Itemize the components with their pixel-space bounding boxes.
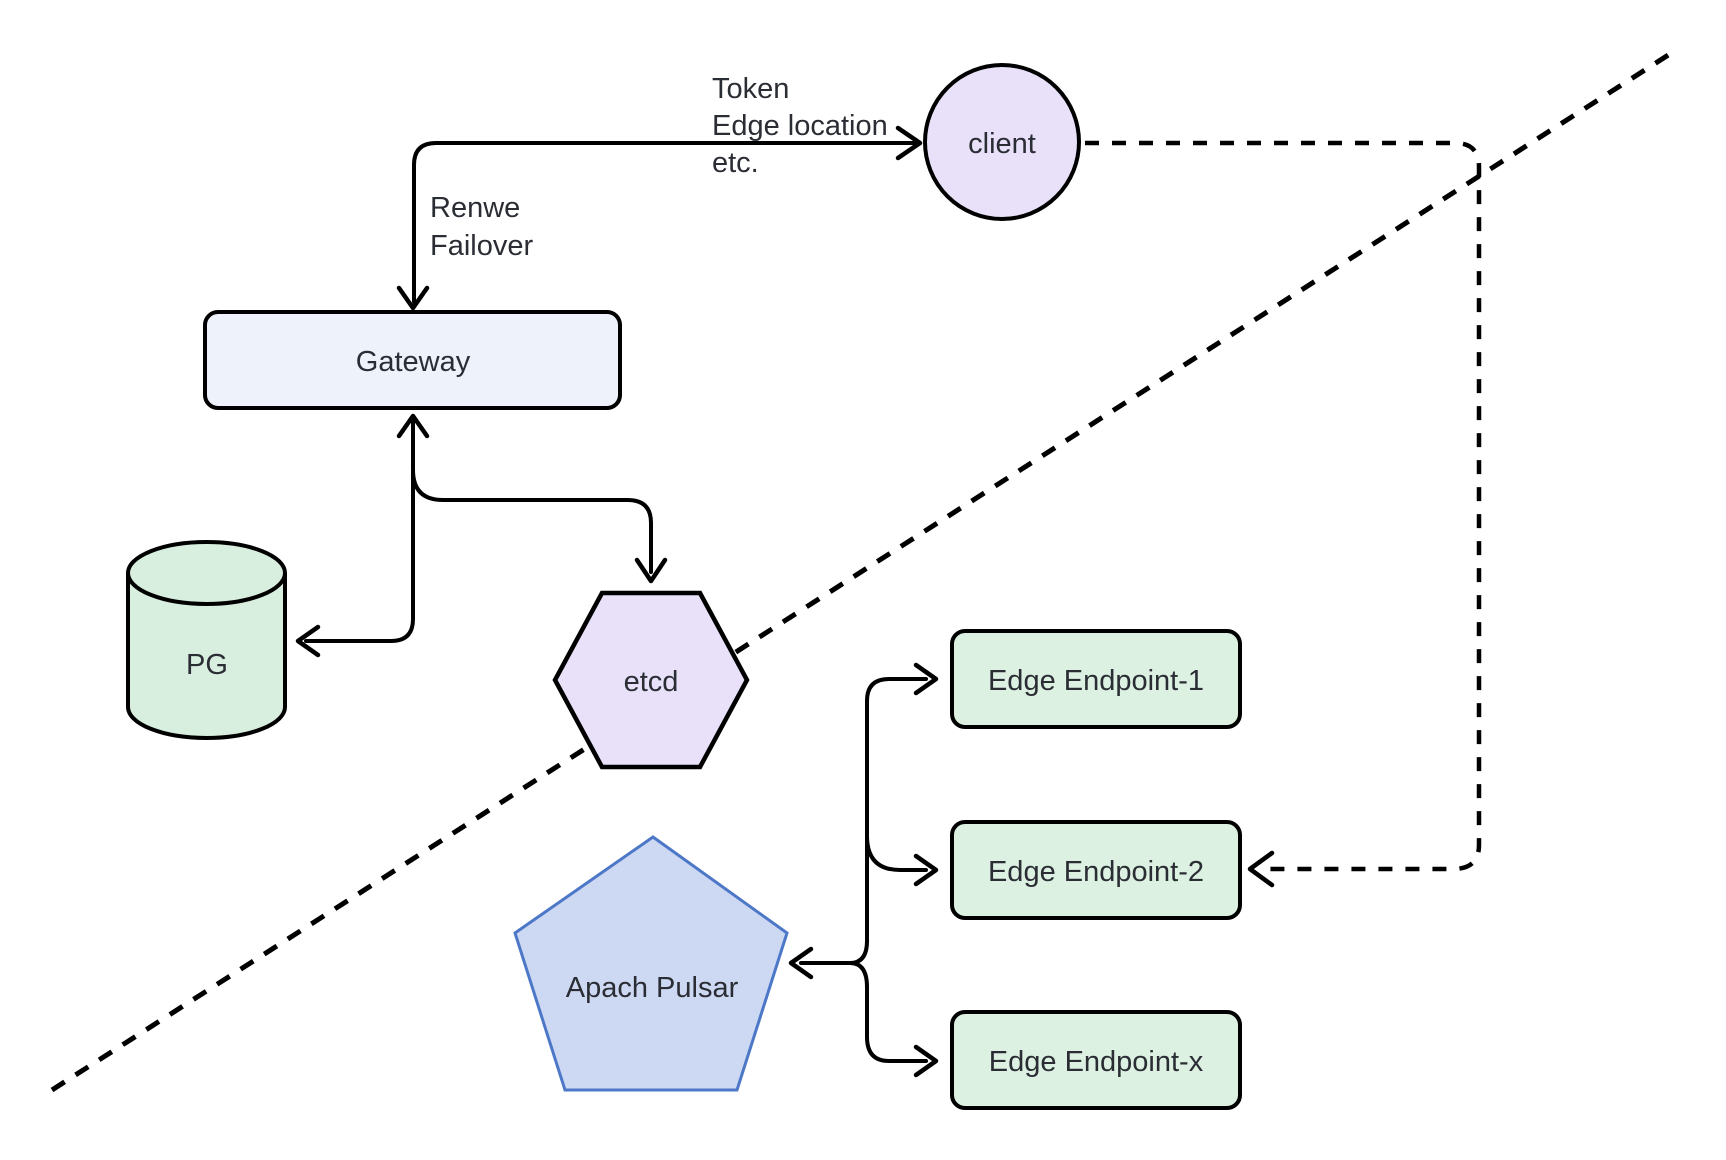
ee2-label: Edge Endpoint-2 xyxy=(988,856,1204,888)
etcd-label: etcd xyxy=(624,666,679,698)
ee2-rect-shape xyxy=(950,820,1242,920)
arrowhead-into-gateway-top-icon xyxy=(396,285,430,311)
gateway-label: Gateway xyxy=(356,346,471,378)
ee1-label: Edge Endpoint-1 xyxy=(988,665,1204,697)
node-gateway: Gateway xyxy=(203,310,622,410)
node-edge-endpoint-2: Edge Endpoint-2 xyxy=(950,820,1242,920)
arrowhead-into-pulsar-icon xyxy=(788,946,814,980)
eex-label: Edge Endpoint-x xyxy=(989,1046,1204,1078)
pulsar-label: Apach Pulsar xyxy=(566,972,739,1004)
edge-hub-to-eex xyxy=(848,961,928,1063)
renew-label-line1: Renwe xyxy=(430,192,520,224)
arrowhead-into-client-icon xyxy=(895,125,923,161)
edge-client-to-ee2-dashed xyxy=(1085,140,1482,872)
pg-cylinder-top-shape xyxy=(126,540,287,606)
edge-gateway-etcd xyxy=(411,468,653,574)
arrowhead-into-ee2-solid-icon xyxy=(913,853,939,887)
edge-client-gateway xyxy=(412,141,920,304)
renew-label-line2: Failover xyxy=(430,230,533,262)
arrowhead-into-pg-icon xyxy=(295,624,321,658)
pulsar-pentagon-shape xyxy=(513,835,789,1092)
edge-hub-to-ee2 xyxy=(865,834,928,872)
gateway-rect-shape xyxy=(203,310,622,410)
boundary-dashed-diagonal-line xyxy=(50,49,1675,1093)
eex-rect-shape xyxy=(950,1010,1242,1110)
arrowhead-into-ee2-icon xyxy=(1247,850,1275,888)
token-label-line1: Token xyxy=(712,73,789,105)
node-pulsar: Apach Pulsar xyxy=(513,835,789,1092)
token-label-line2: Edge location xyxy=(712,110,888,142)
ee1-rect-shape xyxy=(950,629,1242,729)
node-etcd: etcd xyxy=(552,590,750,770)
edge-gateway-pg xyxy=(304,416,415,643)
edge-label-renew: Renwe Failover xyxy=(430,192,533,262)
client-circle-shape xyxy=(923,63,1081,221)
arrowhead-into-ee1-icon xyxy=(913,662,939,696)
edge-hub-to-ee1 xyxy=(848,677,928,965)
client-label: client xyxy=(968,128,1036,160)
etcd-hexagon-shape xyxy=(552,590,750,770)
arrowhead-into-eex-icon xyxy=(913,1044,939,1078)
node-edge-endpoint-x: Edge Endpoint-x xyxy=(950,1010,1242,1110)
pg-label: PG xyxy=(186,649,228,681)
pg-cylinder-body-shape xyxy=(126,573,287,740)
edge-label-token: Token Edge location etc. xyxy=(712,73,888,179)
node-pg: PG xyxy=(126,540,287,740)
node-edge-endpoint-1: Edge Endpoint-1 xyxy=(950,629,1242,729)
arrowhead-into-etcd-icon xyxy=(634,557,668,584)
arrowhead-into-gateway-bottom-icon xyxy=(396,413,430,439)
node-client: client xyxy=(923,63,1081,221)
token-label-line3: etc. xyxy=(712,147,759,179)
